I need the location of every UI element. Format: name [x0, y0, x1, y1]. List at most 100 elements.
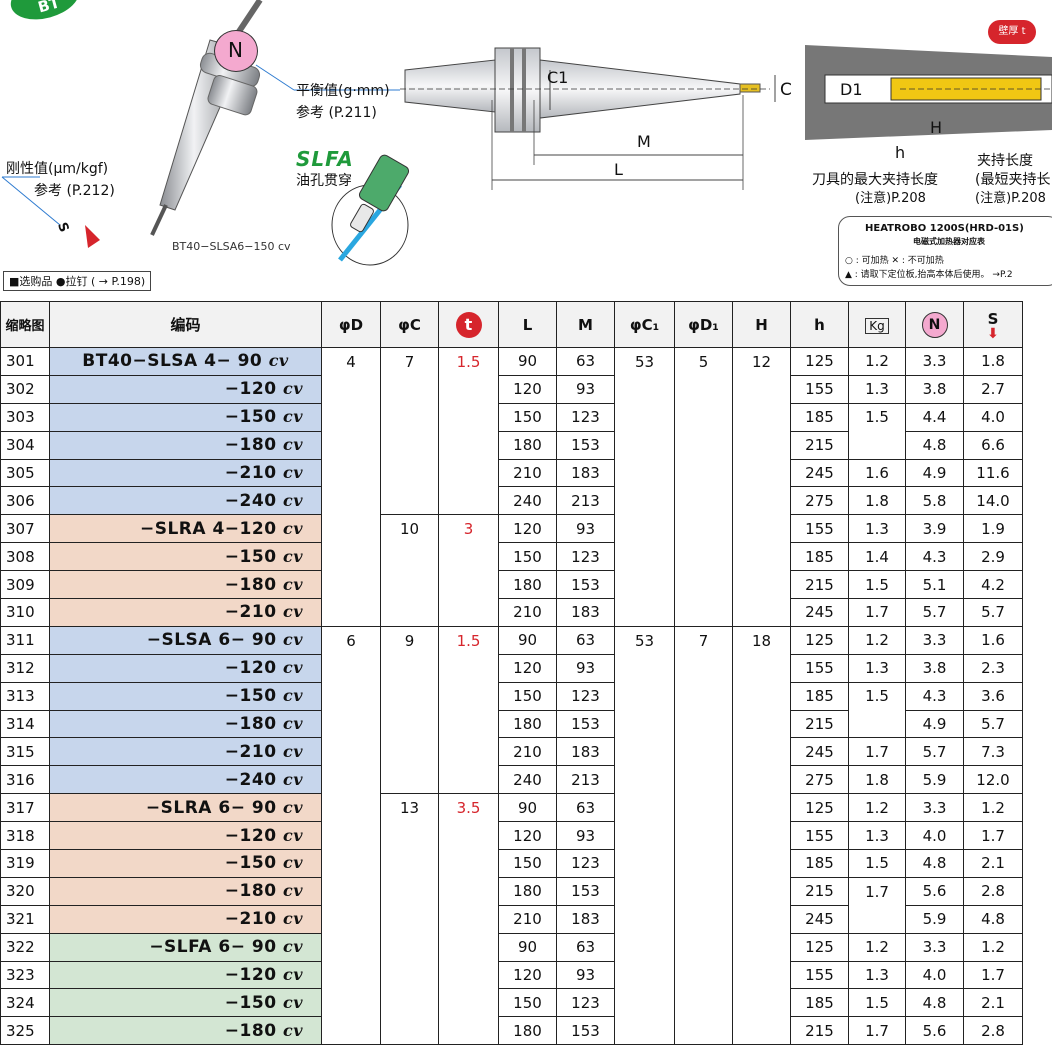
cell-phi-c1 — [614, 542, 675, 571]
cell-weight: 1.5 — [848, 988, 906, 1018]
cell-phi-d — [321, 933, 381, 962]
cell-s: 2.8 — [963, 876, 1023, 906]
row-code: BT40−SLSA 4− 90 cv — [49, 347, 322, 376]
cell-l: 120 — [498, 653, 557, 683]
cell-h-small — [732, 654, 791, 683]
cell-phi-c — [380, 849, 439, 878]
cell-weight: 1.8 — [848, 486, 906, 516]
row-code: −180 cv — [49, 430, 322, 460]
cell-phi-c1 — [614, 710, 675, 738]
cell-m: 213 — [556, 765, 615, 795]
cell-phi-d1: 7 — [674, 625, 733, 655]
cell-h-small — [732, 598, 791, 627]
cell-phi-d1 — [674, 1016, 733, 1046]
cell-l: 120 — [498, 821, 557, 851]
cell-n: 5.9 — [905, 904, 964, 934]
code-suffix: cv — [282, 379, 303, 399]
cell-phi-d — [321, 375, 381, 404]
cell-n: 4.0 — [905, 821, 964, 851]
cell-h: 155 — [790, 653, 849, 683]
cell-h-small — [732, 877, 791, 906]
cell-t — [438, 459, 499, 487]
code-suffix: cv — [282, 435, 303, 455]
cell-h-small — [732, 570, 791, 599]
cell-phi-c: 10 — [380, 514, 439, 543]
cell-n: 4.4 — [905, 402, 964, 432]
cell-s: 1.2 — [963, 793, 1023, 823]
cell-l: 120 — [498, 514, 557, 544]
cell-n: 3.8 — [905, 653, 964, 683]
cell-phi-c1 — [614, 654, 675, 683]
cell-phi-c — [380, 710, 439, 738]
cell-n: 4.8 — [905, 430, 964, 460]
cell-s: 2.7 — [963, 374, 1023, 404]
cell-s: 3.6 — [963, 681, 1023, 711]
cell-t — [438, 877, 499, 906]
cell-t — [438, 598, 499, 627]
code-suffix: cv — [282, 937, 303, 957]
row-code: −180 cv — [49, 876, 322, 906]
cell-m: 153 — [556, 709, 615, 739]
cell-weight: 1.3 — [848, 821, 906, 851]
wall-thickness-badge: 壁厚 t — [988, 20, 1036, 44]
cell-m: 183 — [556, 904, 615, 934]
row-code: −180 cv — [49, 570, 322, 600]
cell-h-small — [732, 514, 791, 543]
clamp-min-label: (最短夹持长 — [975, 172, 1051, 188]
cross-section-drawing — [805, 45, 1052, 140]
cell-h: 245 — [790, 458, 849, 488]
cell-h: 185 — [790, 402, 849, 432]
code-text: −180 — [224, 1020, 277, 1041]
cell-l: 150 — [498, 542, 557, 572]
cell-phi-d1 — [674, 682, 733, 711]
row-number: 323 — [0, 960, 50, 990]
cell-phi-c1 — [614, 570, 675, 599]
cell-h: 185 — [790, 988, 849, 1018]
row-code: −210 cv — [49, 737, 322, 767]
code-suffix: cv — [282, 909, 303, 929]
cell-phi-d — [321, 793, 381, 822]
code-text: −210 — [224, 741, 277, 762]
s-arrow-icon: ⬇ — [987, 325, 999, 342]
cell-m: 93 — [556, 514, 615, 544]
cell-n: 5.1 — [905, 570, 964, 600]
cell-phi-c — [380, 682, 439, 711]
cell-h: 215 — [790, 709, 849, 739]
cell-h-small — [732, 988, 791, 1017]
cell-h: 215 — [790, 430, 849, 460]
cell-h: 245 — [790, 904, 849, 934]
rigidity-leader-line — [1, 176, 61, 226]
cell-s: 4.0 — [963, 402, 1023, 432]
cell-h-small — [732, 486, 791, 515]
col-h-small: H — [732, 301, 791, 348]
n-label: N — [228, 38, 243, 62]
row-code: −120 cv — [49, 960, 322, 990]
cell-s: 2.8 — [963, 1016, 1023, 1046]
row-code: −180 cv — [49, 709, 322, 739]
cell-phi-c1 — [614, 877, 675, 906]
code-text: −240 — [224, 490, 277, 511]
row-code: −150 cv — [49, 542, 322, 572]
cell-phi-c — [380, 1016, 439, 1046]
wall-badge-label: 壁厚 t — [998, 26, 1026, 37]
cell-phi-d — [321, 1016, 381, 1046]
s-label-head: S — [987, 309, 999, 328]
cell-h: 155 — [790, 960, 849, 990]
cell-h: 125 — [790, 932, 849, 962]
slfa-illustration — [331, 154, 410, 266]
cell-phi-c — [380, 403, 439, 432]
code-suffix: cv — [282, 574, 303, 594]
cell-phi-c1 — [614, 765, 675, 794]
header-area: BT N 平衡值(g·mm) 参考 (P.211) 刚性值(μm/kgf) 参考… — [0, 0, 1052, 300]
row-code: −SLRA 6− 90 cv — [49, 793, 322, 823]
col-h: h — [790, 301, 849, 348]
cell-phi-c1: 53 — [614, 625, 675, 655]
cell-phi-d1 — [674, 821, 733, 850]
balance-ref: 参考 (P.211) — [296, 105, 377, 121]
cell-l: 120 — [498, 960, 557, 990]
cell-weight: 1.3 — [848, 514, 906, 544]
